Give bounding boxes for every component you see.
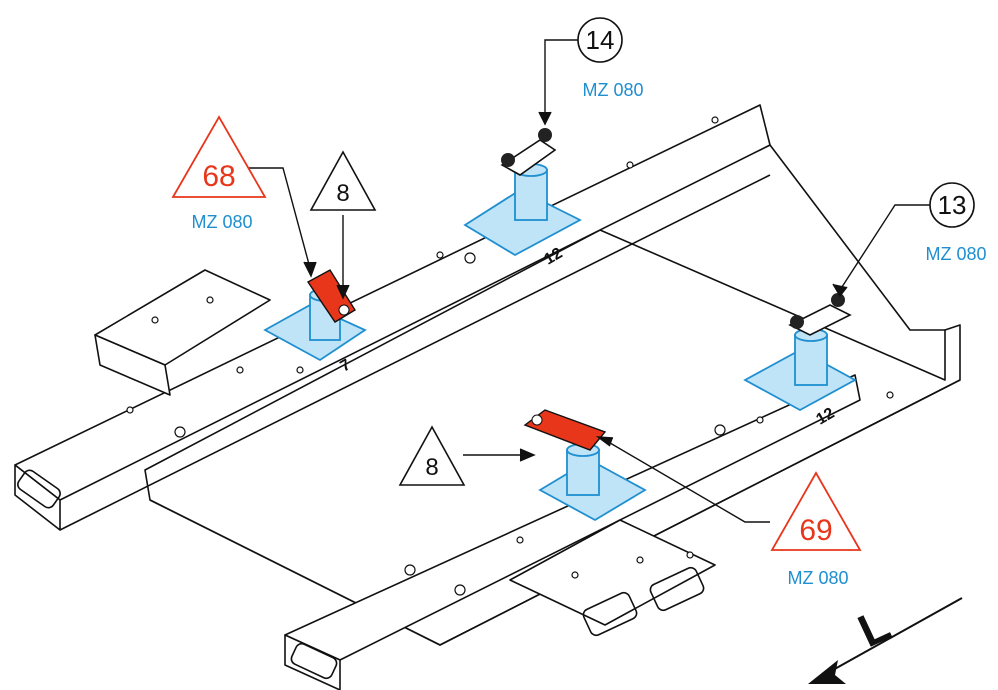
- fixture-right: [743, 293, 857, 412]
- callout-14-code: MZ 080: [582, 80, 643, 100]
- leader-lines: [245, 39, 930, 523]
- base-plate-edge: [149, 379, 961, 646]
- upper-rail-slot: [17, 469, 61, 509]
- fixture-bottom: [523, 409, 647, 522]
- callout-69-number: 69: [799, 514, 832, 547]
- direction-letter: L: [850, 598, 897, 657]
- triangle-8-top-number: 8: [336, 180, 349, 207]
- cross-tube-left-2: [94, 334, 171, 396]
- callout-69-code: MZ 080: [787, 568, 848, 588]
- triangle-8-top-shape: [309, 150, 377, 211]
- lower-rail-slot: [290, 642, 338, 680]
- callout-68-triangle: [171, 115, 267, 198]
- callout-13-number: 13: [938, 190, 967, 220]
- triangle-8-bottom-number: 8: [425, 454, 438, 481]
- part-mark-12-top: 12: [542, 245, 566, 269]
- cross-tube-right-1: [509, 519, 716, 626]
- callout-14-number: 14: [586, 25, 615, 55]
- cross-tube-slot-1: [582, 591, 638, 637]
- fixture-top: [463, 128, 582, 257]
- callout-13-code: MZ 080: [925, 244, 986, 264]
- callout-68-number: 68: [202, 160, 235, 193]
- triangle-8-bottom-shape: [398, 425, 466, 486]
- callout-13-circle: [929, 182, 975, 228]
- direction-arrow: [808, 597, 963, 684]
- upper-rail-top-edge: [59, 174, 771, 531]
- rail-holes: [126, 116, 894, 596]
- fixture-left: [263, 269, 367, 362]
- callout-14-circle: [577, 17, 623, 63]
- part-mark-12-right: 12: [814, 405, 838, 429]
- callout-69-triangle: [770, 471, 862, 551]
- callout-68-code: MZ 080: [191, 212, 252, 232]
- cross-tube-slot-2: [649, 566, 705, 612]
